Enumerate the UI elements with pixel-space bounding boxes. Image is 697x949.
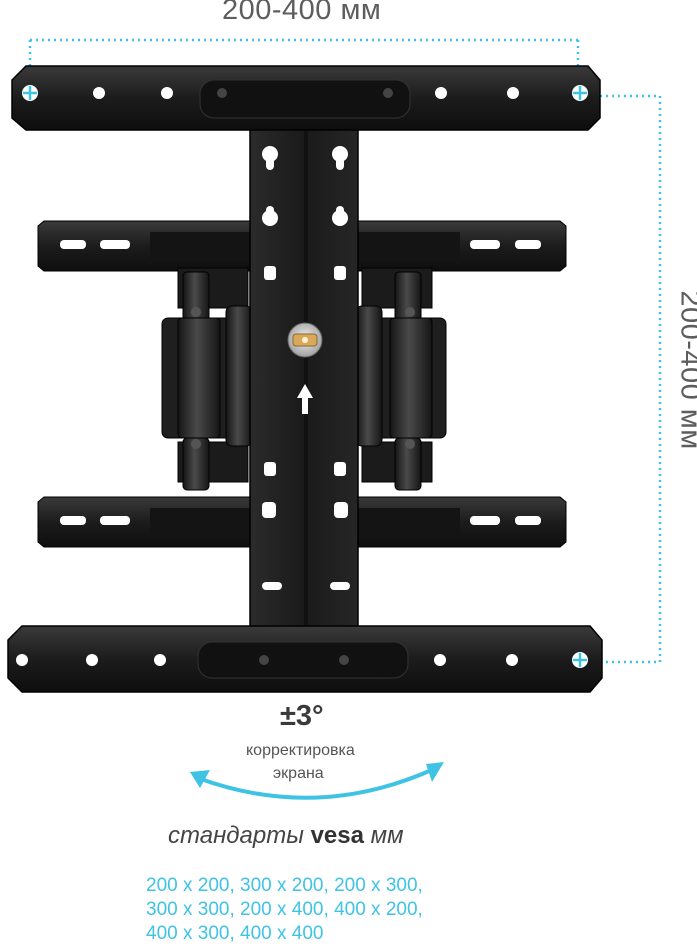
vesa-title-suffix: мм: [364, 822, 404, 849]
bubble-level-icon: [288, 323, 322, 357]
vesa-standard: 200 x 200,: [146, 875, 235, 896]
height-dimension-line: [600, 96, 660, 662]
vesa-standard: 400 x 200,: [334, 899, 423, 920]
tilt-caption-line2: экрана: [273, 765, 324, 783]
top-mount-bar: [12, 66, 600, 130]
vesa-standard: 300 x 200,: [240, 875, 329, 896]
bottom-right-mount-hole-icon: [572, 652, 588, 668]
right-arm-assembly: [356, 268, 446, 490]
vesa-standard: 300 x 300,: [146, 899, 235, 920]
wall-plate: [250, 128, 358, 638]
width-label: 200-400 мм: [222, 0, 381, 27]
vesa-standard: 200 x 400,: [240, 899, 329, 920]
tilt-caption-line1: корректировка: [246, 742, 355, 760]
top-left-mount-hole-icon: [22, 85, 38, 101]
vesa-standards-list: 200 x 200, 300 x 200, 200 x 300, 300 x 3…: [146, 874, 506, 946]
left-arm-assembly: [162, 268, 252, 490]
tilt-value: ±3°: [280, 700, 324, 733]
top-right-mount-hole-icon: [572, 85, 588, 101]
vesa-title-bold: vesa: [311, 822, 364, 849]
vesa-standard: 400 x 300,: [146, 923, 235, 944]
vesa-title: стандарты vesa мм: [168, 822, 404, 850]
vesa-title-prefix: стандарты: [168, 822, 311, 849]
vesa-standard: 400 x 400: [240, 923, 323, 944]
height-label: 200-400 мм: [674, 290, 697, 449]
bottom-mount-bar: [8, 626, 602, 692]
vesa-standard: 200 x 300,: [334, 875, 423, 896]
